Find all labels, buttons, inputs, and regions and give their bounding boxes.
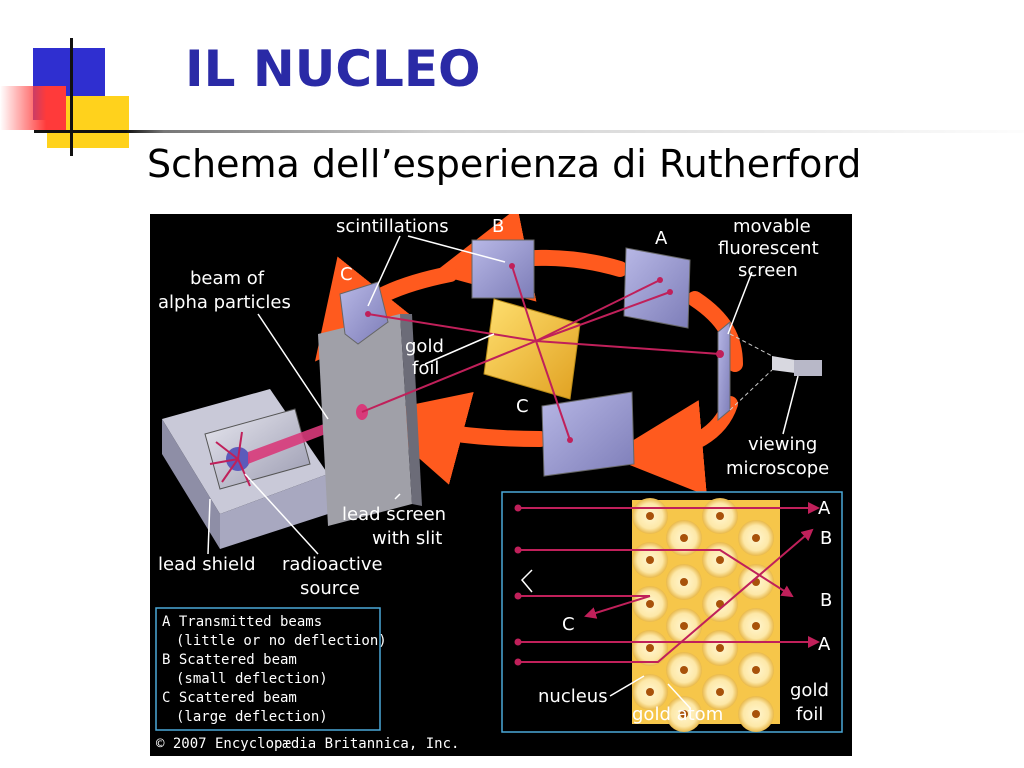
label-c-left: C (340, 264, 353, 285)
gold-foil (483, 298, 581, 400)
screen-b-top (471, 239, 535, 299)
label-movable-2: fluorescent (718, 238, 819, 259)
atom-nucleus (680, 534, 688, 542)
label-viewing-1: viewing (748, 434, 817, 455)
legend: A Transmitted beams (little or no deflec… (155, 607, 387, 731)
atom-nucleus (752, 710, 760, 718)
inset-label-alpha-2: particles (542, 574, 619, 595)
legend-c-line2: (large deflection) (176, 709, 328, 725)
legend-b-line1: B Scattered beam (162, 652, 297, 668)
label-viewing-2: microscope (726, 458, 829, 479)
atom-nucleus (716, 644, 724, 652)
label-pointers (207, 235, 799, 555)
atom-nucleus (752, 666, 760, 674)
atom-nucleus (680, 622, 688, 630)
viewing-microscope (729, 333, 822, 411)
decor-vertical-line (70, 38, 73, 156)
inset-label-nucleus: nucleus (538, 686, 608, 707)
atom-nucleus (716, 512, 724, 520)
atom-nucleus (646, 556, 654, 564)
label-lead-screen-1: lead screen (342, 504, 446, 525)
label-lead-shield: lead shield (158, 554, 256, 575)
screen-c-bottom (541, 391, 635, 477)
slide-subtitle: Schema dell’esperienza di Rutherford (147, 142, 862, 186)
legend-c-line1: C Scattered beam (162, 690, 297, 706)
legend-b-line2: (small deflection) (176, 671, 328, 687)
label-movable-1: movable (733, 216, 811, 237)
label-lead-screen-2: with slit (372, 528, 442, 549)
atomic-inset: A B alpha particles B C A nucleus gold a… (501, 491, 843, 733)
rutherford-diagram: scintillations B A movable fluorescent s… (150, 214, 852, 756)
label-radioactive-2: source (300, 578, 360, 599)
label-b-top: B (492, 216, 504, 237)
inset-label-alpha-1: alpha (558, 554, 608, 575)
alpha-paths (361, 265, 721, 441)
legend-a-line2: (little or no deflection) (176, 633, 387, 649)
inset-label-gold-atom: gold atom (632, 704, 723, 725)
inset-label-a1: A (818, 498, 831, 519)
legend-a-line1: A Transmitted beams (162, 614, 322, 630)
atom-nucleus (716, 556, 724, 564)
atom-nucleus (646, 600, 654, 608)
screen-c-left (339, 281, 389, 345)
atom-nucleus (680, 578, 688, 586)
atom-nucleus (646, 512, 654, 520)
inset-paths (518, 502, 820, 663)
movable-screen-right (716, 320, 731, 422)
copyright: © 2007 Encyclopædia Britannica, Inc. (156, 736, 459, 752)
gold-atoms (632, 498, 774, 732)
title-underline (34, 130, 1024, 133)
decor-red-square (0, 86, 66, 130)
label-gold-foil-2: foil (412, 358, 439, 379)
inset-label-b2: B (820, 590, 832, 611)
label-c-bottom: C (516, 396, 529, 417)
slide-title: IL NUCLEO (185, 40, 481, 98)
atom-nucleus (680, 666, 688, 674)
atom-nucleus (752, 534, 760, 542)
label-beam-1: beam of (190, 268, 265, 289)
label-radioactive-1: radioactive (282, 554, 383, 575)
inset-label-a2: A (818, 634, 831, 655)
atom-nucleus (680, 710, 688, 718)
inset-label-b1: B (820, 528, 832, 549)
atom-nucleus (716, 688, 724, 696)
label-a-top: A (655, 228, 668, 249)
atom-nucleus (646, 644, 654, 652)
lead-screen (318, 314, 422, 526)
label-movable-3: screen (738, 260, 798, 281)
label-beam-2: alpha particles (158, 292, 291, 313)
rutherford-diagram-svg: scintillations B A movable fluorescent s… (155, 214, 843, 752)
label-scintillations: scintillations (336, 216, 449, 237)
inset-label-gold-foil-1: gold (790, 680, 829, 701)
atom-nucleus (752, 622, 760, 630)
atom-nucleus (646, 688, 654, 696)
screen-a-top (623, 247, 691, 329)
inset-label-gold-foil-2: foil (796, 704, 823, 725)
inset-label-c: C (562, 614, 575, 635)
label-gold-foil-1: gold (405, 336, 444, 357)
